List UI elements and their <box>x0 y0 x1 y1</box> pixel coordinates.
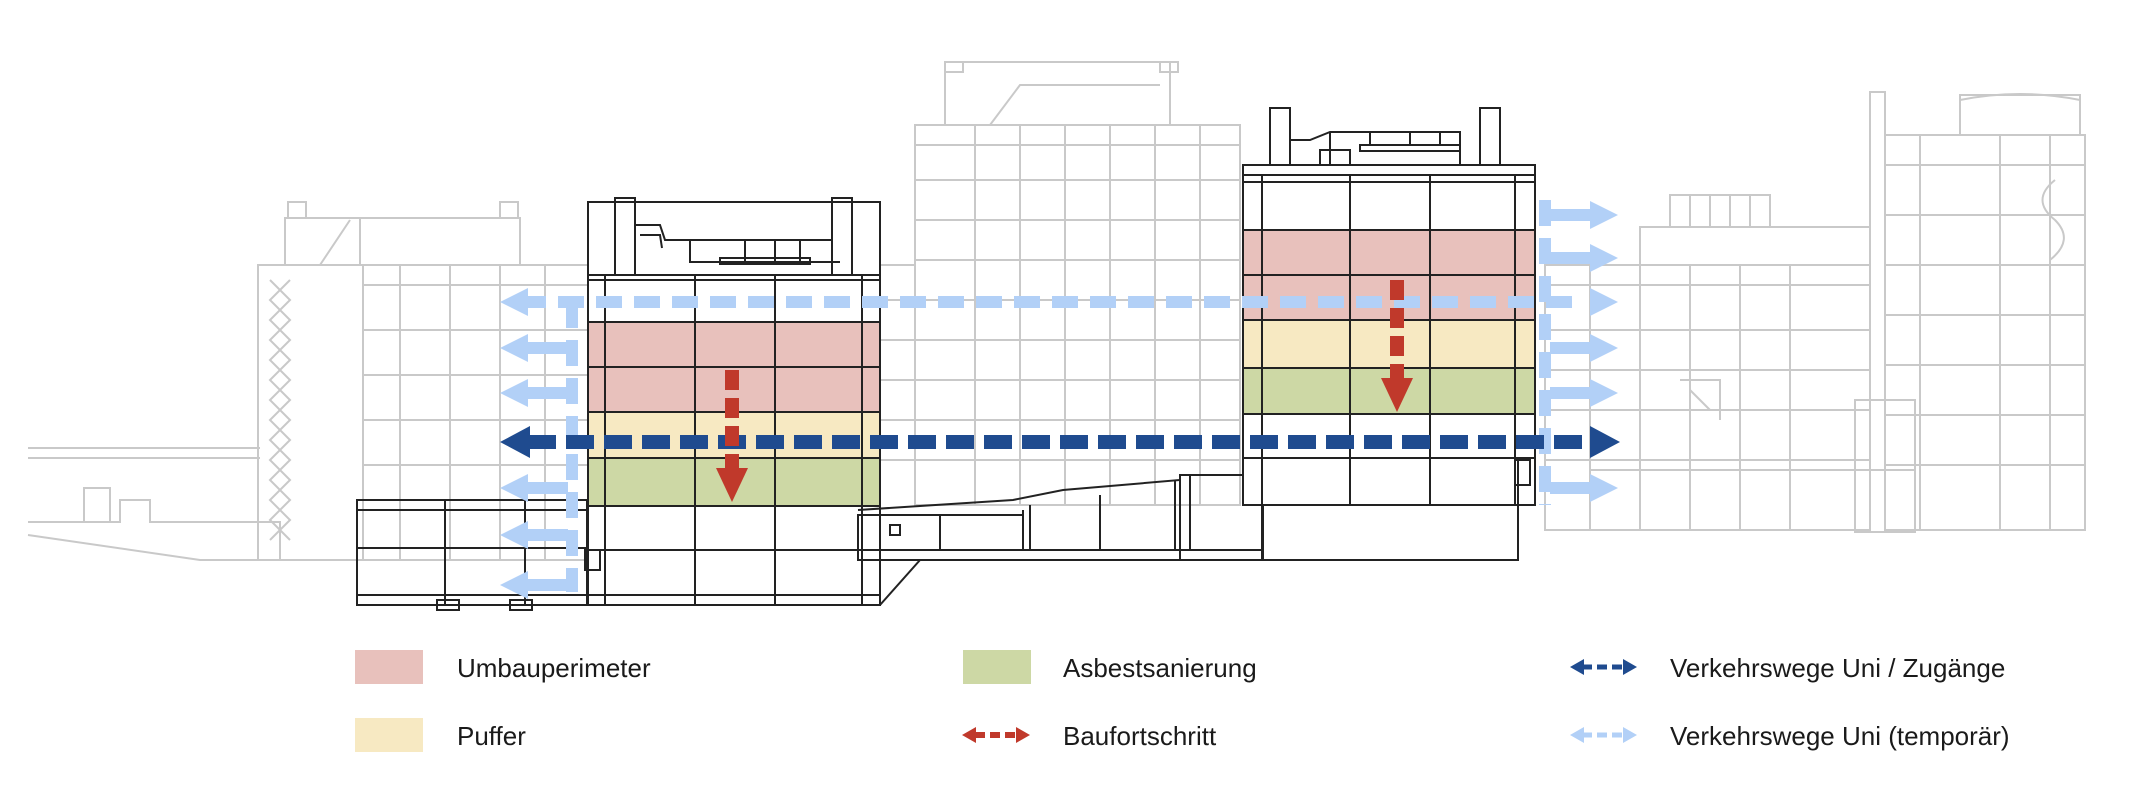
legend-label-puffer: Puffer <box>457 721 526 751</box>
main-route <box>500 426 1620 458</box>
legend: Umbauperimeter Puffer Asbestsanierung Ba… <box>355 650 2010 752</box>
progress-arrow-right <box>1381 378 1413 412</box>
legend-symbol-verkehr-uni <box>1570 659 1637 675</box>
temp-right-arrows <box>1550 209 1592 494</box>
legend-swatch-umbauperimeter <box>355 650 423 684</box>
legend-symbol-verkehr-temp <box>1570 727 1637 743</box>
zone-puffer-right <box>1243 320 1535 368</box>
temp-arrow-top-right <box>1590 288 1618 316</box>
temp-arrow-top-left <box>500 288 528 316</box>
construction-progress <box>716 280 1413 502</box>
main-route-arrow-left <box>500 426 530 458</box>
temporary-routes <box>500 200 1618 599</box>
legend-label-umbauperimeter: Umbauperimeter <box>457 653 651 683</box>
legend-swatch-puffer <box>355 718 423 752</box>
legend-label-verkehr-uni: Verkehrswege Uni / Zugänge <box>1670 653 2005 683</box>
legend-swatch-asbestsanierung <box>963 650 1031 684</box>
progress-arrow-left <box>716 468 748 502</box>
legend-label-asbestsanierung: Asbestsanierung <box>1063 653 1257 683</box>
main-route-arrow-right <box>1590 426 1620 458</box>
legend-label-verkehr-temp: Verkehrswege Uni (temporär) <box>1670 721 2010 751</box>
legend-label-baufortschritt: Baufortschritt <box>1063 721 1217 751</box>
temp-left-arrows <box>525 342 568 591</box>
context-buildings <box>27 61 2086 561</box>
legend-symbol-baufortschritt <box>962 727 1030 743</box>
